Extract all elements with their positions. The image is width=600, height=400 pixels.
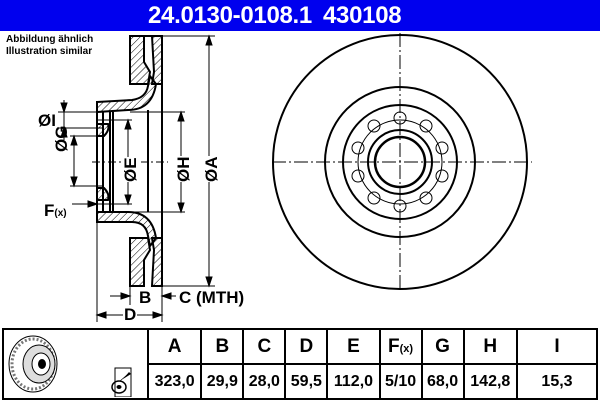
- value-a: 323,0: [146, 363, 203, 400]
- illustration-note: Abbildung ähnlich Illustration similar: [6, 34, 93, 58]
- label-diameter-h: ØH: [174, 156, 194, 183]
- value-g: 68,0: [420, 363, 465, 400]
- table-value-row: 323,0 29,9 28,0 59,5 112,0 5/10 68,0 142…: [3, 363, 598, 400]
- table-header-row: A B C D E F(x) G H I: [2, 328, 598, 400]
- header-e: E: [326, 328, 381, 365]
- value-e: 112,0: [326, 363, 381, 400]
- value-d: 59,5: [284, 363, 329, 400]
- product-image-cell: [2, 328, 149, 400]
- value-i: 15,3: [516, 363, 598, 400]
- label-h-text: ØH: [174, 156, 193, 183]
- disc-drawings: [58, 33, 532, 322]
- disc-front-view-drawing: [272, 33, 532, 292]
- label-diameter-a: ØA: [202, 156, 222, 183]
- brake-disc-perspective-icon: [8, 335, 132, 397]
- header-i: I: [516, 328, 598, 365]
- disc-cross-section-drawing: [92, 35, 168, 287]
- label-f-sub: (x): [54, 208, 67, 219]
- part-number: 24.0130-0108.1: [148, 2, 312, 29]
- label-diameter-e: ØE: [121, 157, 141, 182]
- label-a-text: ØA: [202, 156, 221, 183]
- spray-cleaner-icon: [111, 367, 132, 397]
- label-g-text: ØG: [52, 125, 71, 152]
- note-line-de: Abbildung ähnlich: [6, 34, 94, 45]
- value-h: 142,8: [462, 363, 519, 400]
- spec-table: A B C D E F(x) G H I 323,0 29,9 28,0 59,…: [2, 328, 598, 400]
- header-f: F(x): [378, 328, 423, 365]
- part-code: 430108: [323, 2, 402, 29]
- value-b: 29,9: [200, 363, 245, 400]
- label-c-mth: C (MTH): [179, 288, 245, 307]
- label-diameter-g: ØG: [52, 126, 72, 152]
- header-f-text: F: [388, 335, 400, 357]
- label-diameter-i: ØI: [38, 111, 56, 130]
- label-f-text: F: [44, 201, 55, 220]
- header-a: A: [146, 328, 203, 365]
- label-b: B: [139, 288, 152, 307]
- value-f: 5/10: [378, 363, 423, 400]
- header-g: G: [420, 328, 465, 365]
- note-line-en: Illustration similar: [6, 46, 93, 57]
- header-f-sub: (x): [399, 342, 414, 355]
- header-b: B: [200, 328, 245, 365]
- header-h: H: [462, 328, 519, 365]
- label-e-text: ØE: [121, 157, 140, 182]
- header-c: C: [242, 328, 287, 365]
- value-c: 28,0: [242, 363, 287, 400]
- label-d: D: [123, 305, 138, 325]
- header-d: D: [284, 328, 329, 365]
- header-bar: 24.0130-0108.1 430108: [0, 0, 600, 31]
- label-f: F(x): [44, 201, 67, 221]
